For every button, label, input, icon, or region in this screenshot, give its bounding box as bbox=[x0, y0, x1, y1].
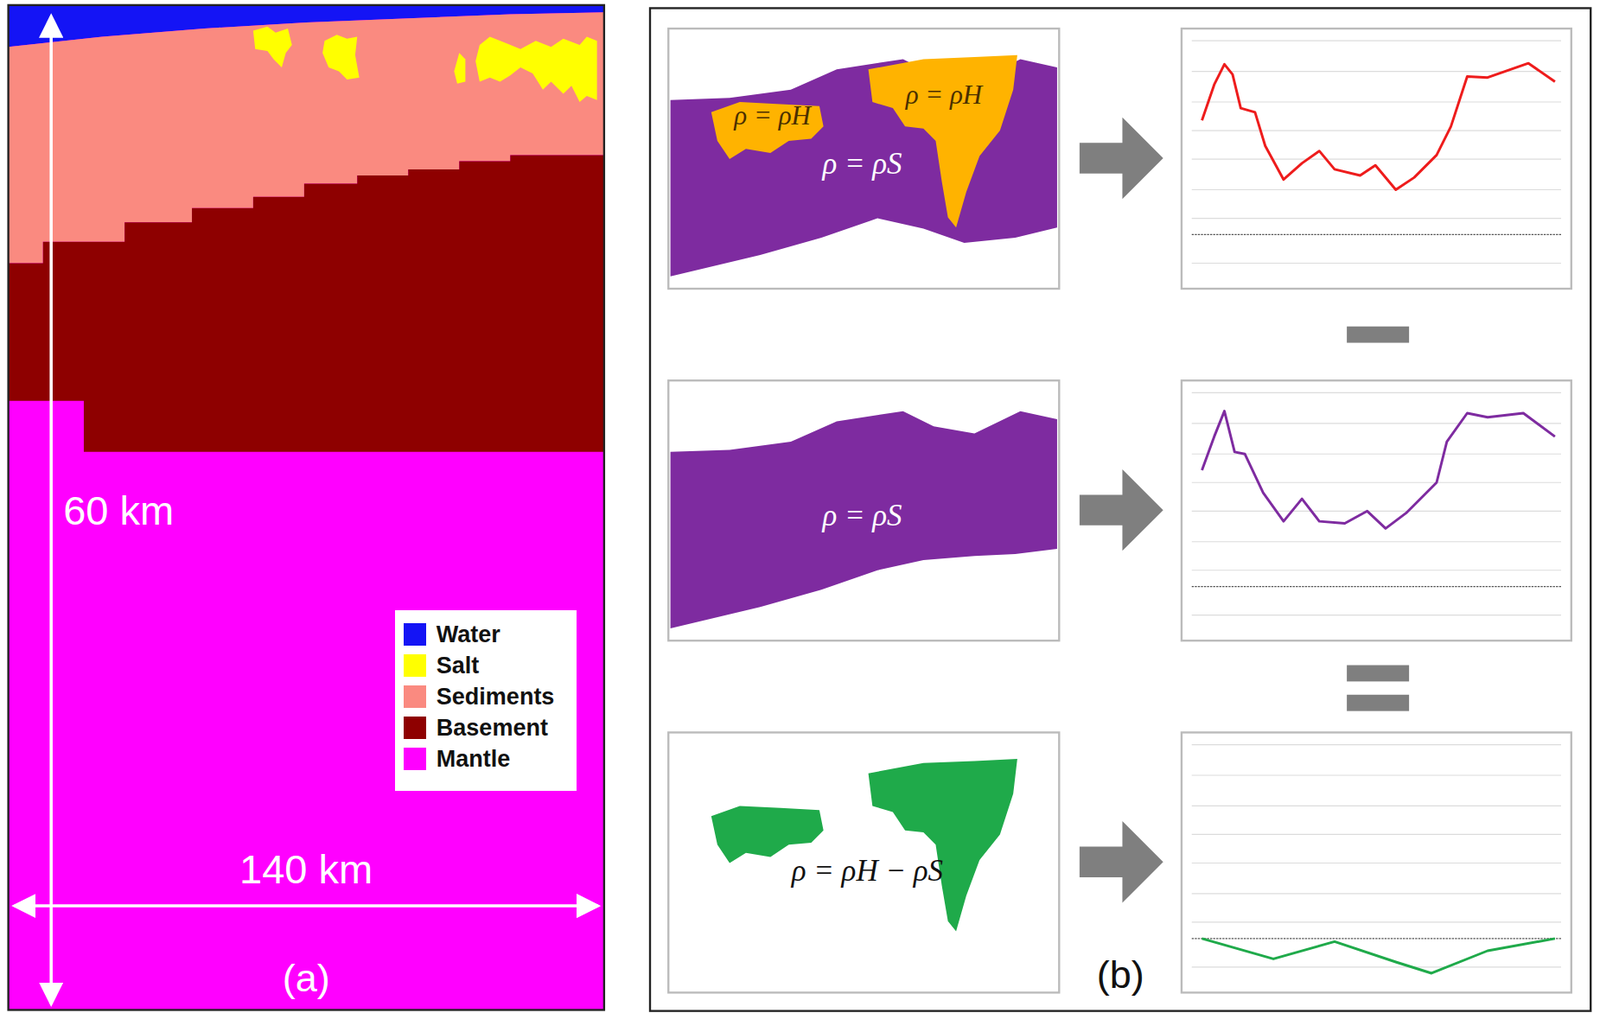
dimension-label: 60 km bbox=[63, 490, 174, 531]
profile-chart bbox=[1181, 732, 1572, 993]
profile-chart bbox=[1181, 380, 1572, 641]
density-formula: ρ = ρH bbox=[905, 80, 983, 108]
panel-label: (b) bbox=[1096, 955, 1145, 995]
legend-text: Water bbox=[436, 621, 501, 649]
density-formula: ρ = ρS bbox=[822, 500, 902, 531]
legend-swatch bbox=[403, 623, 427, 646]
legend-text: Basement bbox=[436, 714, 549, 742]
legend-row: Basement bbox=[403, 714, 568, 742]
legend-row: Salt bbox=[403, 652, 568, 680]
legend-swatch bbox=[403, 747, 427, 771]
legend-row: Mantle bbox=[403, 745, 568, 773]
legend-row: Water bbox=[403, 621, 568, 649]
density-formula: ρ = ρH bbox=[733, 101, 811, 129]
legend-text: Salt bbox=[436, 652, 480, 680]
profile-chart bbox=[1181, 28, 1572, 289]
legend-text: Sediments bbox=[436, 683, 555, 711]
panel-label: (a) bbox=[282, 957, 331, 997]
dimension-label: 140 km bbox=[239, 847, 373, 889]
legend-row: Sediments bbox=[403, 683, 568, 711]
legend-swatch bbox=[403, 654, 427, 677]
legend-swatch bbox=[403, 716, 427, 740]
legend-text: Mantle bbox=[436, 745, 511, 773]
density-formula: ρ = ρS bbox=[822, 147, 902, 179]
legend-swatch bbox=[403, 685, 427, 708]
legend-box: WaterSaltSedimentsBasementMantle bbox=[395, 610, 577, 791]
density-formula: ρ = ρH − ρS bbox=[791, 854, 944, 886]
